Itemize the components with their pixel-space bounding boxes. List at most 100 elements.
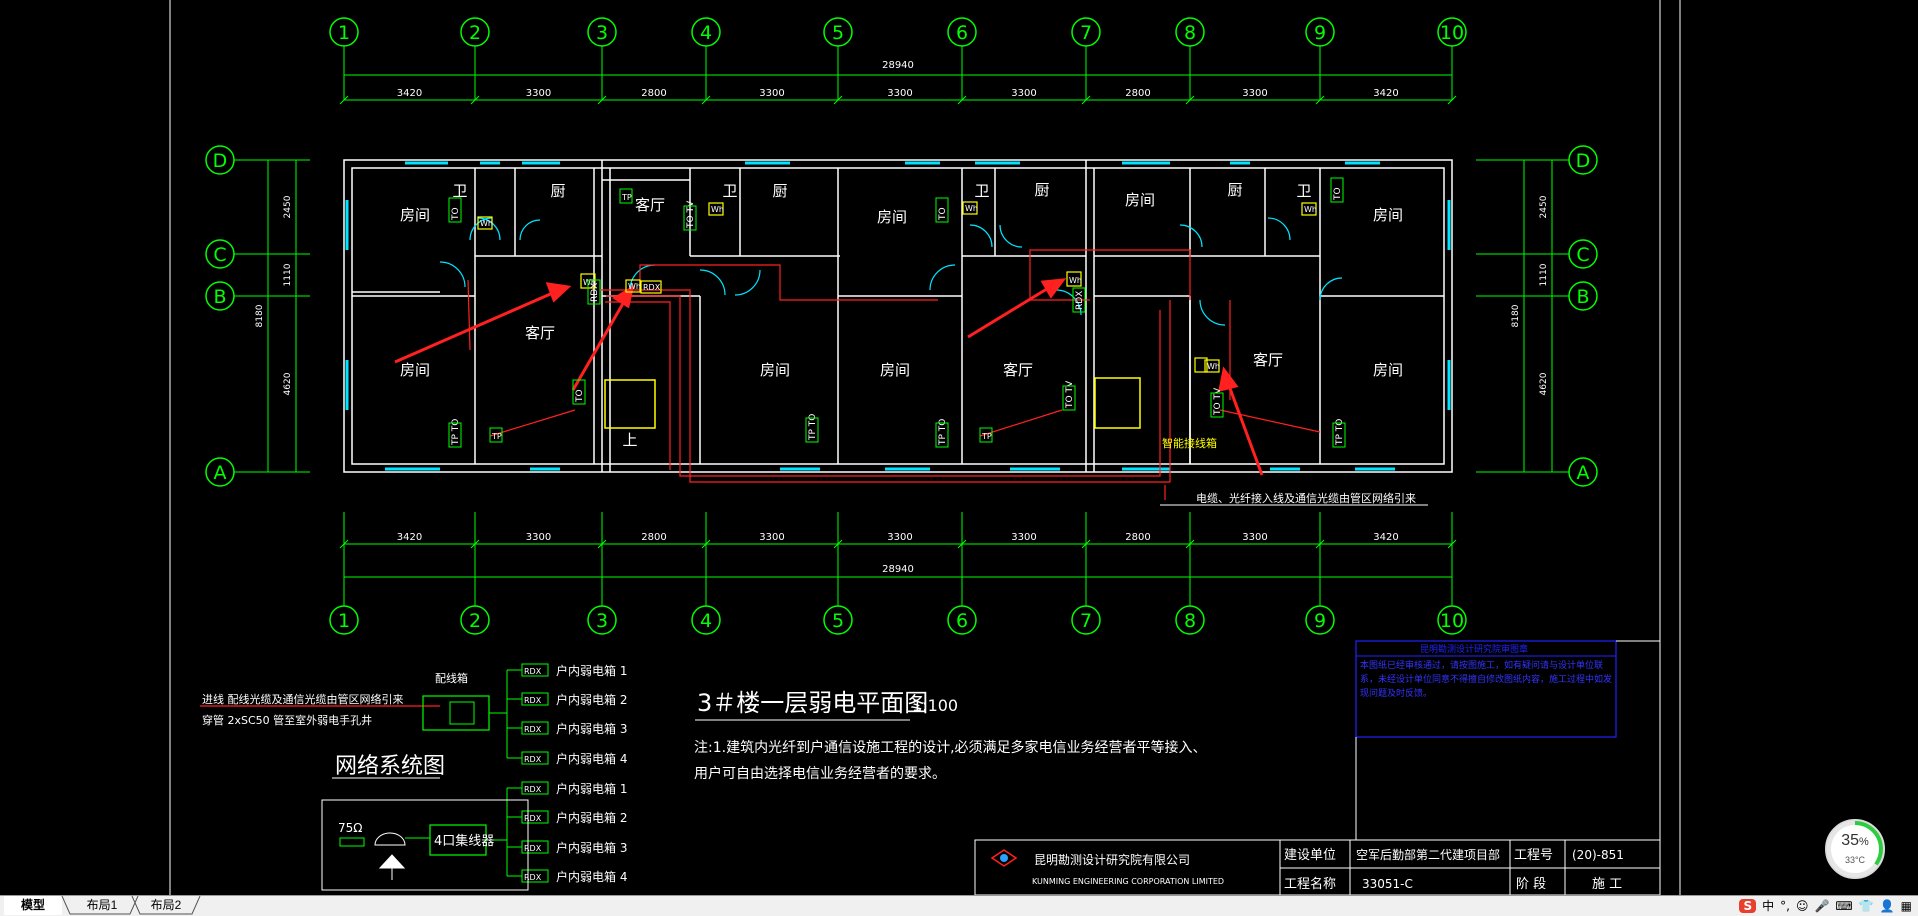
rdx-box-label: RDX — [524, 844, 542, 853]
svg-text:TP: TP — [621, 193, 632, 202]
rdx-outlet-label: 户内弱电箱 1 — [556, 663, 627, 678]
wh-meter-1 — [477, 216, 493, 230]
emoji-icon[interactable]: ☺ — [1795, 898, 1809, 913]
dim-label: 3300 — [1011, 88, 1036, 99]
layout-tab-bar: 模型 布局1 布局2 S 中 °, ☺ 🎤 ⌨ 👕 👤 ▦ — [0, 895, 1918, 916]
hub-box — [429, 824, 487, 856]
ime-language[interactable]: 中 — [1762, 899, 1775, 913]
windows — [345, 161, 1451, 471]
rdx-box — [521, 663, 549, 677]
grid-icon[interactable]: ▦ — [1900, 898, 1912, 913]
rdx-box-1-label: RDX — [643, 283, 661, 292]
rdx-outlet-label: 户内弱电箱 3 — [556, 721, 627, 736]
review-notice-box: 昆明勘测设计研究院审图章 本图纸已经审核通过，请按图施工，如有疑问请与设计单位联… — [1355, 640, 1660, 840]
room-label: 卫 — [974, 182, 989, 200]
total-side-label: 8180 — [1511, 304, 1521, 327]
dim-label: 3300 — [1242, 88, 1267, 99]
axis-right-D-label: D — [1576, 150, 1591, 172]
rdx-box — [521, 692, 549, 706]
notice-header: 昆明勘测设计研究院审图章 — [1420, 643, 1528, 655]
rdx-box-2 — [1194, 357, 1208, 373]
note-line-1: 注:1.建筑内光纤到户通信设施工程的设计,必须满足多家电信业务经营者平等接入、 — [694, 739, 1207, 756]
dim-side-label: 2450 — [1539, 195, 1549, 218]
wh-meter-1-label: Wh — [480, 219, 493, 228]
room-label: 客厅 — [635, 196, 665, 214]
title-block — [974, 839, 1661, 895]
rdx-box-label: RDX — [524, 725, 542, 734]
project-name-label: 工程名称 — [1284, 876, 1336, 892]
company-en: KUNMING ENGINEERING CORPORATION LIMITED — [1032, 877, 1224, 886]
dim-label: 3420 — [1373, 532, 1398, 543]
notice-body: 本图纸已经审核通过，请按图施工，如有疑问请与设计单位联系，未经设计单位同意不得擅… — [1360, 661, 1612, 699]
ime-punctuation[interactable]: °, — [1780, 898, 1790, 913]
microphone-icon[interactable]: 🎤 — [1814, 898, 1830, 913]
rdx-box-label: RDX — [524, 785, 542, 794]
axis-top-8-label: 8 — [1184, 22, 1196, 44]
network-system-diagram: 进线 配线光缆及通信光缆由管区网络引来 穿管 2xSC50 管至室外弱电手孔井 … — [200, 663, 627, 891]
company-cn: 昆明勘测设计研究院有限公司 — [1034, 852, 1190, 867]
wh-meter-5-label: Wh — [965, 204, 978, 213]
room-label: 房间 — [400, 361, 430, 379]
total-dim-top: 28940 — [882, 60, 914, 71]
dim-side-label: 1110 — [283, 263, 293, 286]
rdx-box — [521, 869, 549, 883]
to-outlet-1: TO — [451, 207, 461, 221]
rdx-box — [521, 810, 549, 824]
sogou-logo-icon[interactable]: S — [1739, 898, 1757, 913]
tpto-outlet-2: TP TO — [808, 414, 818, 441]
tp-outlet-2 — [979, 427, 993, 443]
dim-side-label: 1110 — [1539, 263, 1549, 286]
rdx-outlet-label: 户内弱电箱 2 — [556, 692, 627, 707]
room-label: 客厅 — [1003, 361, 1033, 379]
axis-top-2-label: 2 — [469, 22, 481, 44]
project-no-value: (20)-851 — [1572, 848, 1624, 862]
dim-label: 2800 — [1125, 88, 1150, 99]
gauge-percent: 35 — [1841, 832, 1859, 849]
axis-bottom-10-label: 10 — [1440, 610, 1464, 632]
svg-text:TP: TP — [981, 432, 992, 441]
keyboard-icon[interactable]: ⌨ — [1835, 898, 1853, 913]
total-side-label: 8180 — [255, 304, 265, 327]
shirt-icon[interactable]: 👕 — [1858, 898, 1874, 913]
rdx-outlet-label: 户内弱电箱 1 — [556, 781, 627, 796]
axis-top-10-label: 10 — [1440, 22, 1464, 44]
dim-label: 3300 — [759, 88, 784, 99]
rdx-vert-2: RDX — [1075, 291, 1085, 310]
drawing-title: 3＃楼一层弱电平面图 1:100 注:1.建筑内光纤到户通信设施工程的设计,必须… — [694, 689, 1207, 782]
project-name-value: 33051-C — [1362, 877, 1413, 891]
tpto-outlet-3: TP TO — [938, 419, 948, 446]
room-label: 房间 — [877, 208, 907, 226]
network-in-line1: 进线 配线光缆及通信光缆由管区网络引来 — [202, 692, 404, 706]
dim-label: 3420 — [397, 532, 422, 543]
dim-label: 2800 — [641, 532, 666, 543]
client-value: 空军后勤部第二代建项目部 — [1356, 847, 1500, 862]
project-no-label: 工程号 — [1514, 848, 1553, 863]
dim-side-label: 4620 — [283, 372, 293, 395]
person-icon[interactable]: 👤 — [1879, 898, 1895, 913]
wh-meter-3-label: Wh — [583, 278, 596, 287]
rdx-box — [521, 781, 549, 795]
client-label: 建设单位 — [1284, 848, 1336, 863]
gauge-temp: 33°C — [1844, 855, 1866, 865]
axis-left-C-label: C — [213, 244, 226, 266]
room-label: 厨 — [1034, 181, 1049, 199]
tab-layout-1[interactable]: 布局1 — [86, 898, 118, 912]
rdx-box-label: RDX — [524, 696, 542, 705]
room-label: 客厅 — [525, 324, 555, 342]
axis-left-B-label: B — [213, 286, 226, 308]
tab-layout-2[interactable]: 布局2 — [150, 898, 182, 912]
title-block-text: 昆明勘测设计研究院有限公司 KUNMING ENGINEERING CORPOR… — [990, 847, 1624, 892]
axis-top-1-label: 1 — [338, 22, 350, 44]
dim-side-label: 2450 — [283, 195, 293, 218]
performance-gauge[interactable]: 35% 33°C — [1824, 818, 1886, 880]
rdx-box — [521, 751, 549, 765]
axis-bottom-1-label: 1 — [338, 610, 350, 632]
room-label: 厨 — [1227, 181, 1242, 199]
svg-text:TP: TP — [491, 432, 502, 441]
room-label: 卫 — [1296, 182, 1311, 200]
dim-label: 3300 — [759, 532, 784, 543]
tab-model[interactable]: 模型 — [4, 896, 62, 915]
